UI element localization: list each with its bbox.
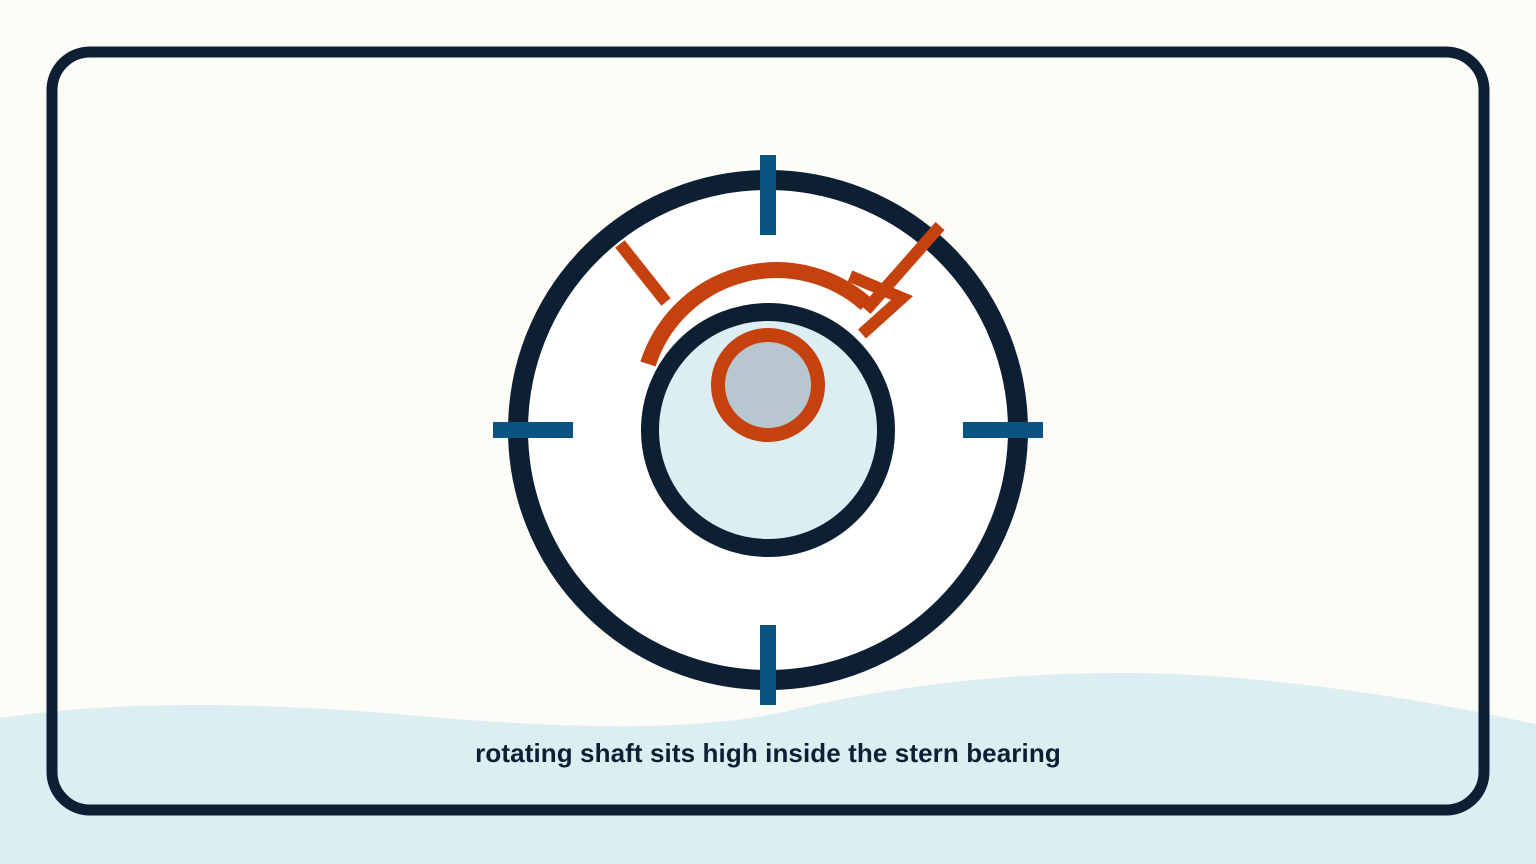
motion-line-left-icon	[615, 240, 671, 306]
frame-border	[46, 46, 1490, 816]
tick-mark-right	[963, 422, 1043, 438]
tick-mark-bottom	[760, 625, 776, 705]
rotation-arrow-icon	[640, 262, 872, 367]
rotating-shaft	[711, 328, 825, 442]
motion-line-right-icon	[861, 222, 945, 314]
tick-mark-top	[760, 155, 776, 235]
diagram-caption: rotating shaft sits high inside the ster…	[475, 738, 1061, 768]
tick-mark-left	[493, 422, 573, 438]
water-wave	[0, 672, 1536, 864]
rotation-arrowhead-icon	[847, 270, 914, 339]
